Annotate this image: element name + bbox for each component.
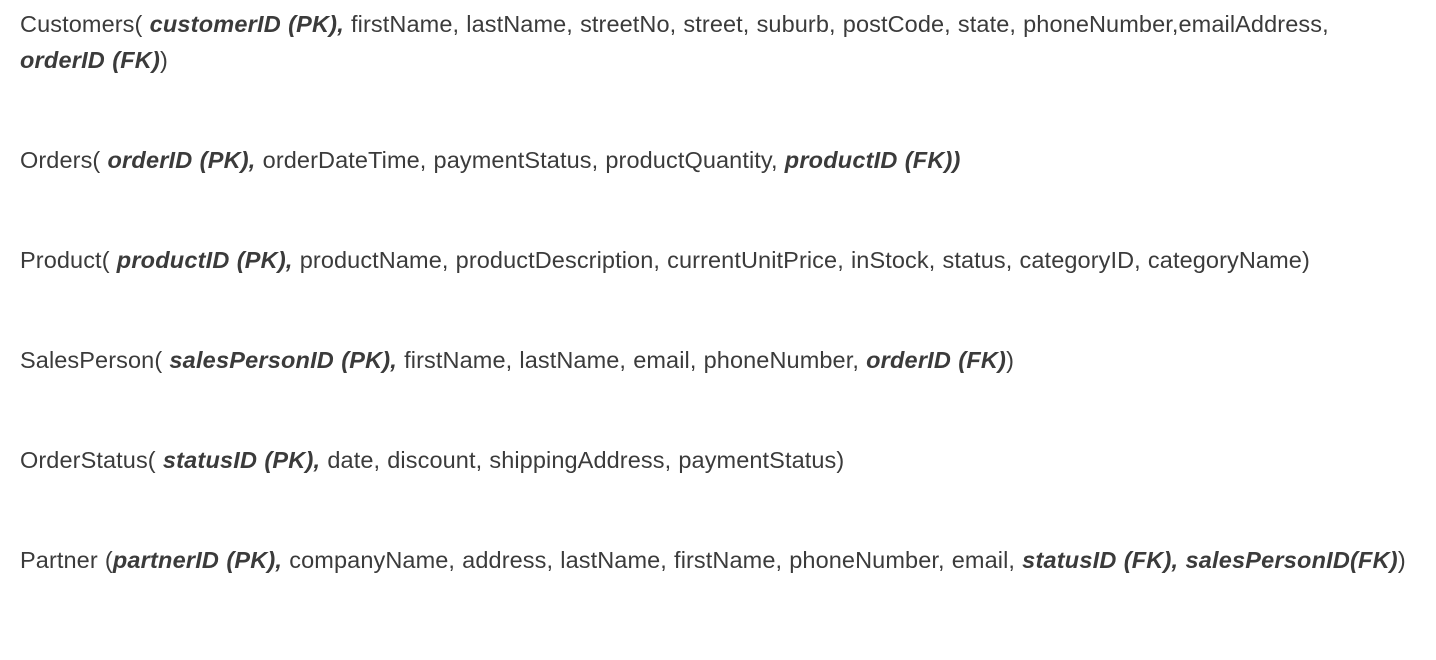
attributes-partner-1: companyName, address, lastName, firstNam… — [282, 547, 1023, 573]
key-attributes-orderstatus-0: statusID (PK), — [162, 447, 321, 473]
relation-open-paren-salesperson: ( — [154, 347, 170, 373]
attributes-orderstatus-1: date, discount, shippingAddress, payment… — [320, 447, 845, 473]
attributes-customers-3: ) — [159, 47, 168, 73]
relation-name-orderstatus: OrderStatus — [20, 447, 148, 473]
relation-orders: Orders( orderID (PK), orderDateTime, pay… — [20, 142, 1416, 178]
key-attributes-orders-2: productID (FK)) — [784, 147, 961, 173]
relation-orderstatus: OrderStatus( statusID (PK), date, discou… — [20, 442, 1416, 478]
relation-open-paren-product: ( — [101, 247, 117, 273]
attributes-salesperson-1: firstName, lastName, email, phoneNumber, — [397, 347, 867, 373]
key-attributes-customers-2: orderID (FK) — [20, 47, 160, 73]
key-attributes-product-0: productID (PK), — [116, 247, 293, 273]
key-attributes-partner-0: partnerID (PK), — [112, 547, 283, 573]
relation-open-paren-customers: ( — [134, 11, 150, 37]
key-attributes-partner-2: statusID (FK), salesPersonID(FK) — [1022, 547, 1398, 573]
relation-name-partner: Partner — [20, 547, 98, 573]
key-attributes-orders-0: orderID (PK), — [107, 147, 256, 173]
relation-partner: Partner (partnerID (PK), companyName, ad… — [20, 542, 1416, 578]
attributes-partner-3: ) — [1397, 547, 1406, 573]
relation-customers: Customers( customerID (PK), firstName, l… — [20, 6, 1416, 78]
relation-open-paren-orders: ( — [92, 147, 108, 173]
attributes-orders-1: orderDateTime, paymentStatus, productQua… — [255, 147, 785, 173]
relational-schema-document: Customers( customerID (PK), firstName, l… — [20, 6, 1416, 578]
attributes-product-1: productName, productDescription, current… — [292, 247, 1310, 273]
attributes-salesperson-3: ) — [1006, 347, 1015, 373]
relation-salesperson: SalesPerson( salesPersonID (PK), firstNa… — [20, 342, 1416, 378]
relation-name-salesperson: SalesPerson — [20, 347, 155, 373]
relation-open-paren-partner: ( — [97, 547, 113, 573]
key-attributes-customers-0: customerID (PK), — [149, 11, 344, 37]
key-attributes-salesperson-2: orderID (FK) — [866, 347, 1007, 373]
relation-name-product: Product — [20, 247, 102, 273]
attributes-customers-1: firstName, lastName, streetNo, street, s… — [343, 11, 1329, 37]
relation-name-orders: Orders — [20, 147, 93, 173]
relation-product: Product( productID (PK), productName, pr… — [20, 242, 1416, 278]
relation-open-paren-orderstatus: ( — [147, 447, 163, 473]
key-attributes-salesperson-0: salesPersonID (PK), — [169, 347, 398, 373]
relation-name-customers: Customers — [20, 11, 135, 37]
